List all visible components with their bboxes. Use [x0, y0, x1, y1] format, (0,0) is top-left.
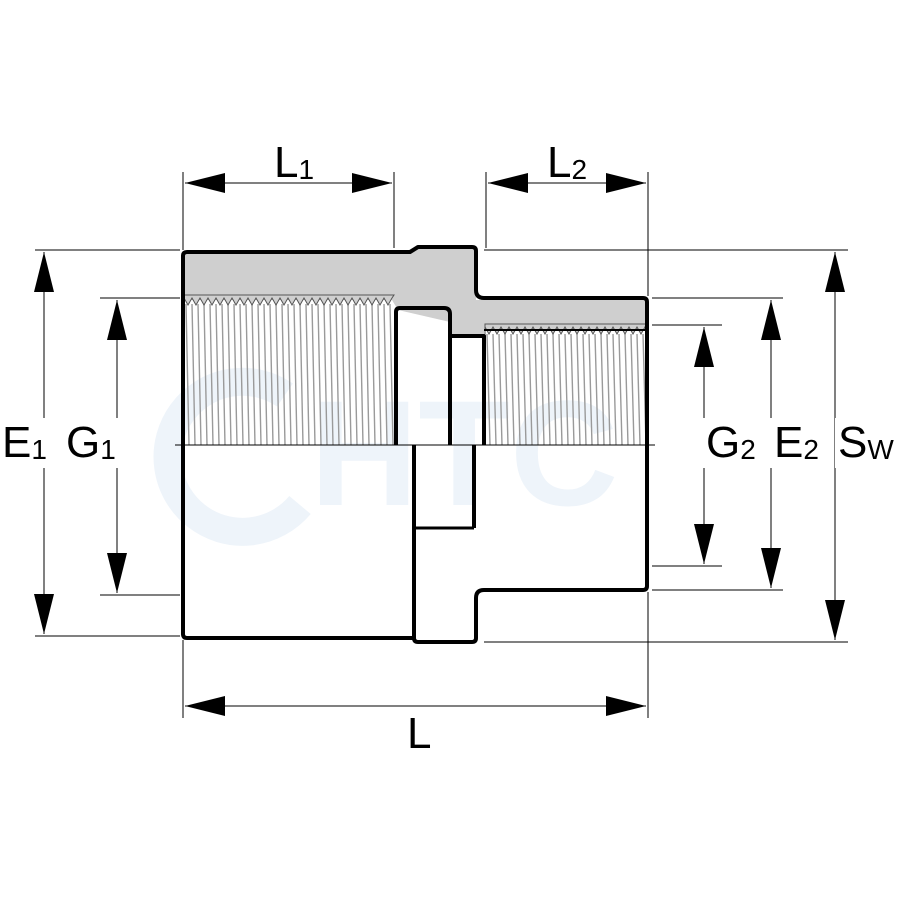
thread-line — [329, 303, 334, 446]
section-fill — [183, 247, 646, 336]
thread-line — [540, 333, 545, 446]
label-SW: SW — [838, 418, 894, 467]
thread-line — [630, 333, 635, 446]
thread-line — [504, 333, 509, 446]
thread-line — [365, 303, 370, 446]
left-wall-section — [183, 247, 646, 336]
thread-line — [209, 303, 214, 446]
thread-line — [287, 303, 292, 446]
thread-line — [564, 333, 569, 446]
thread-line — [197, 303, 202, 446]
label-backgrounds — [20, 418, 900, 468]
thread-line — [335, 303, 340, 446]
label-E1: E1 — [2, 418, 47, 467]
thread-line — [245, 303, 250, 446]
left-socket-end — [394, 306, 452, 445]
thread-line — [582, 333, 587, 446]
label-G2: G2 — [706, 418, 756, 467]
thread-line — [257, 303, 262, 446]
thread-line — [233, 303, 238, 446]
thread-line — [341, 303, 346, 446]
thread-line — [516, 333, 521, 446]
extension-lines — [35, 172, 848, 718]
left-thread-teeth — [183, 294, 395, 307]
thread-line — [305, 303, 310, 446]
thread-line — [594, 333, 599, 446]
thread-line — [275, 303, 280, 446]
thread-line — [510, 333, 515, 446]
thread-line — [383, 303, 388, 446]
thread-line — [347, 303, 352, 446]
right-thread-hatching — [486, 333, 647, 446]
thread-line — [239, 303, 244, 446]
thread-line — [522, 333, 527, 446]
thread-line — [317, 303, 322, 446]
thread-line — [359, 303, 364, 446]
thread-line — [636, 333, 641, 446]
thread-line — [558, 333, 563, 446]
label-L: L — [407, 709, 431, 758]
thread-line — [353, 303, 358, 446]
thread-line — [552, 333, 557, 446]
thread-line — [191, 303, 196, 446]
thread-line — [546, 333, 551, 446]
thread-line — [486, 333, 491, 446]
thread-line — [311, 303, 316, 446]
thread-line — [492, 333, 497, 446]
fitting-outline — [181, 245, 649, 644]
thread-line — [618, 333, 623, 446]
thread-line — [588, 333, 593, 446]
thread-line — [371, 303, 376, 446]
thread-line — [263, 303, 268, 446]
thread-line — [570, 333, 575, 446]
thread-line — [576, 333, 581, 446]
thread-line — [323, 303, 328, 446]
thread-line — [389, 303, 394, 446]
thread-line — [624, 333, 629, 446]
watermark-ring-icon — [153, 367, 311, 546]
thread-line — [606, 333, 611, 446]
label-E2: E2 — [774, 418, 819, 467]
thread-line — [293, 303, 298, 446]
center-bore — [450, 334, 486, 445]
thread-line — [528, 333, 533, 446]
left-thread-hatching — [185, 303, 394, 446]
thread-line — [600, 333, 605, 446]
thread-line — [612, 333, 617, 446]
thread-line — [221, 303, 226, 446]
outer-contour — [181, 245, 649, 644]
thread-line — [281, 303, 286, 446]
thread-line — [299, 303, 304, 446]
thread-line — [498, 333, 503, 446]
thread-line — [269, 303, 274, 446]
label-L1: L1 — [274, 138, 314, 187]
thread-line — [227, 303, 232, 446]
thread-line — [185, 303, 190, 446]
thread-line — [534, 333, 539, 446]
label-L2: L2 — [547, 138, 587, 187]
label-G1: G1 — [66, 418, 116, 467]
thread-line — [203, 303, 208, 446]
thread-line — [215, 303, 220, 446]
watermark-logo: HTC — [153, 367, 618, 546]
thread-line — [251, 303, 256, 446]
thread-line — [377, 303, 382, 446]
